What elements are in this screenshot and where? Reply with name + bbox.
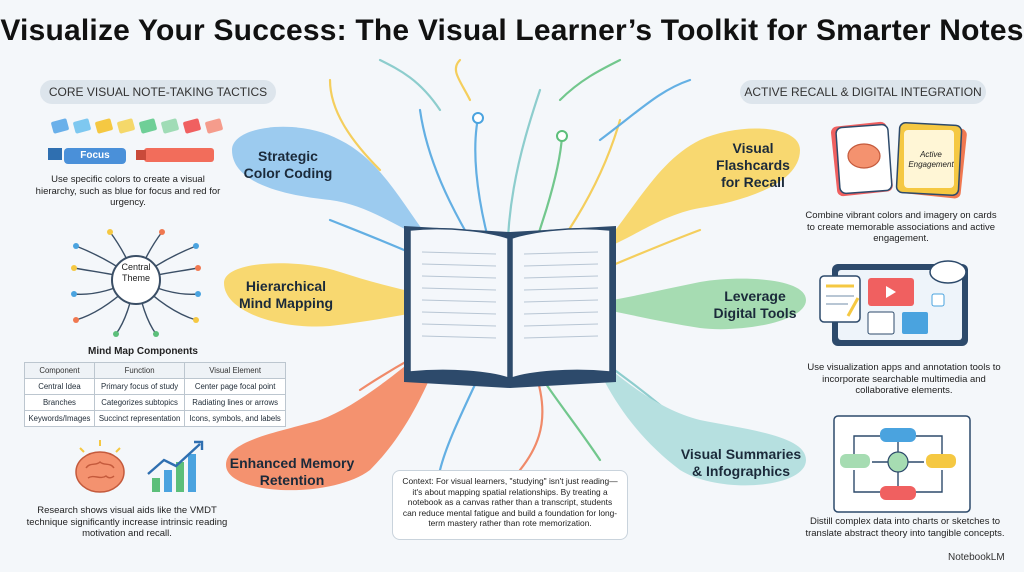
flashcards-caption: Combine vibrant colors and imagery on ca… <box>805 210 997 244</box>
active-engagement-card-label: Active Engagement <box>908 150 954 169</box>
right-section-pill: ACTIVE RECALL & DIGITAL INTEGRATION <box>740 80 986 104</box>
table-cell: Primary focus of study <box>93 378 186 395</box>
central-theme-label: Central Theme <box>121 262 151 283</box>
brand-label: NotebookLM <box>948 552 1005 563</box>
mind-map-components-title: Mind Map Components <box>88 346 198 357</box>
table-cell: Categorizes subtopics <box>93 394 186 411</box>
table-cell: Succinct representation <box>93 410 186 427</box>
table-row: Central Idea Primary focus of study Cent… <box>24 378 286 395</box>
focus-marker-label: Focus <box>64 148 126 164</box>
flowchart-icon <box>833 415 971 513</box>
research-caption: Research shows visual aids like the VMDT… <box>26 505 228 539</box>
table-row: Keywords/Images Succinct representation … <box>24 410 286 427</box>
table-header: Component <box>24 362 95 379</box>
blob-digital-tools: Leverage Digital Tools <box>713 288 797 321</box>
blob-color-coding: Strategic Color Coding <box>243 148 333 181</box>
table-row: Branches Categorizes subtopics Radiating… <box>24 394 286 411</box>
table-header: Visual Element <box>184 362 286 379</box>
mind-map-table: Component Function Visual Element Centra… <box>24 362 286 427</box>
blob-memory-retention: Enhanced Memory Retention <box>229 455 355 488</box>
table-cell: Central Idea <box>24 378 95 395</box>
page-title: Visualize Your Success: The Visual Learn… <box>0 14 1024 47</box>
color-coding-caption: Use specific colors to create a visual h… <box>35 174 221 208</box>
digital-tools-icon <box>819 260 968 346</box>
table-cell: Keywords/Images <box>24 410 95 427</box>
table-cell: Icons, symbols, and labels <box>184 410 286 427</box>
blob-mind-mapping: Hierarchical Mind Mapping <box>238 278 334 311</box>
context-box: Context: For visual learners, "studying"… <box>392 470 628 540</box>
flashcards-icon <box>830 121 967 199</box>
table-cell: Branches <box>24 394 95 411</box>
digital-tools-caption: Use visualization apps and annotation to… <box>807 362 1001 396</box>
summaries-caption: Distill complex data into charts or sket… <box>805 516 1005 539</box>
table-header: Function <box>93 362 186 379</box>
blob-flashcards: Visual Flashcards for Recall <box>716 140 790 190</box>
table-cell: Center page focal point <box>184 378 286 395</box>
left-section-pill: CORE VISUAL NOTE-TAKING TACTICS <box>40 80 276 104</box>
highlighters-illustration <box>48 118 223 162</box>
blob-visual-summaries: Visual Summaries & Infographics <box>680 446 802 479</box>
mind-map-icon <box>71 229 201 337</box>
table-cell: Radiating lines or arrows <box>184 394 286 411</box>
brain-chart-icon <box>75 440 204 493</box>
